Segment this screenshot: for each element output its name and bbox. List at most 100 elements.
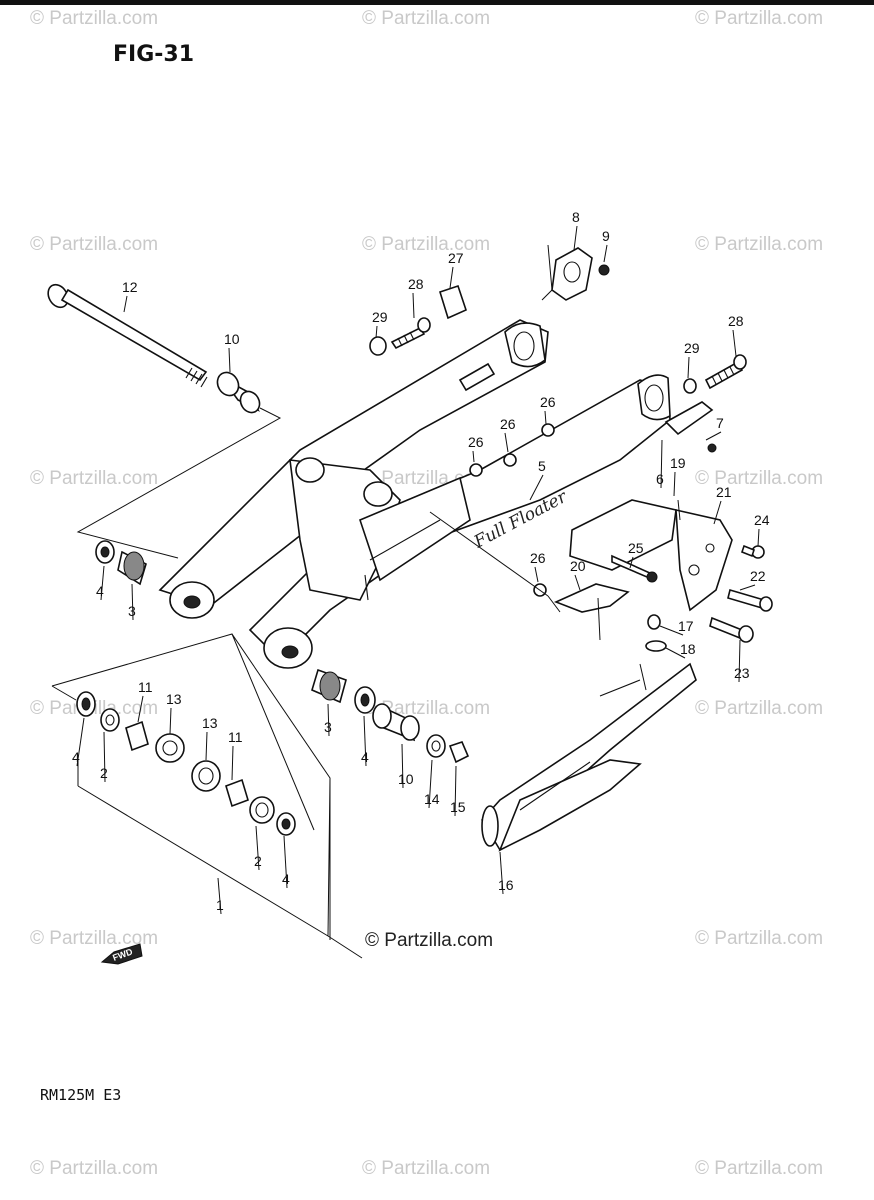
part-number-20: 20 xyxy=(570,558,586,574)
part-number-8: 8 xyxy=(572,209,580,225)
part-number-2: 2 xyxy=(100,765,108,781)
leader-line-2 xyxy=(103,731,106,783)
part-number-7: 7 xyxy=(716,415,724,431)
part-number-3: 3 xyxy=(128,603,136,619)
assembly-frame-lines xyxy=(51,633,363,959)
part-number-2: 2 xyxy=(254,853,262,869)
part-number-4: 4 xyxy=(96,583,104,599)
top-edge xyxy=(0,0,874,5)
bearings-lower xyxy=(76,691,296,836)
part-number-10: 10 xyxy=(398,771,414,787)
leader-line-4 xyxy=(100,565,105,601)
leader-line-18 xyxy=(665,647,686,659)
chain-guide-16 xyxy=(481,662,697,852)
leader-line-13 xyxy=(205,731,208,761)
part-number-5: 5 xyxy=(538,458,546,474)
watermark: © Partzilla.com xyxy=(695,468,823,489)
leader-line-8 xyxy=(573,225,578,251)
watermark: © Partzilla.com xyxy=(30,928,158,949)
part-number-11: 11 xyxy=(138,679,153,695)
leader-line-15 xyxy=(454,765,457,817)
part-number-29: 29 xyxy=(684,340,700,356)
bracket-bolts xyxy=(645,544,773,652)
spacer-sleeve-top xyxy=(216,371,261,414)
leader-line-4 xyxy=(283,835,288,889)
part-number-17: 17 xyxy=(678,618,694,634)
part-number-23: 23 xyxy=(734,665,750,681)
swingarm: Full Floater xyxy=(158,319,671,669)
leader-line-29 xyxy=(375,325,378,339)
leader-line-26 xyxy=(544,410,547,425)
leader-line-2 xyxy=(255,825,260,871)
leader-line-26 xyxy=(504,432,509,453)
part-number-25: 25 xyxy=(628,540,644,556)
leader-line-14 xyxy=(428,759,433,809)
part-number-19: 19 xyxy=(670,455,686,471)
fwd-arrow: FWD xyxy=(100,943,143,965)
part-number-29: 29 xyxy=(372,309,388,325)
part-number-13: 13 xyxy=(166,691,182,707)
leader-line-19 xyxy=(673,471,676,497)
part-number-21: 21 xyxy=(716,484,732,500)
part-number-26: 26 xyxy=(500,416,516,432)
watermark: © Partzilla.com xyxy=(695,8,823,29)
leader-line-26 xyxy=(534,566,539,583)
leader-line-28 xyxy=(412,292,415,319)
watermark: © Partzilla.com xyxy=(362,234,490,255)
leader-line-4 xyxy=(363,715,367,767)
leader-line-29 xyxy=(687,356,690,379)
part-number-4: 4 xyxy=(282,871,290,887)
part-number-3: 3 xyxy=(324,719,332,735)
part-number-28: 28 xyxy=(728,313,744,329)
part-number-9: 9 xyxy=(602,228,610,244)
leader-line-25 xyxy=(629,556,634,569)
leader-line-13 xyxy=(169,707,172,735)
part-number-27: 27 xyxy=(448,250,464,266)
leader-line-27 xyxy=(449,266,454,289)
part-number-13: 13 xyxy=(202,715,218,731)
leader-line-4 xyxy=(76,717,85,767)
leader-line-7 xyxy=(705,431,722,441)
watermark: © Partzilla.com xyxy=(30,234,158,255)
leader-line-26 xyxy=(472,450,475,463)
part-number-4: 4 xyxy=(361,749,369,765)
leader-line-3 xyxy=(327,703,330,737)
part-number-24: 24 xyxy=(754,512,770,528)
leader-line-1 xyxy=(217,877,222,915)
watermark: © Partzilla.com xyxy=(30,8,158,29)
part-number-15: 15 xyxy=(450,799,466,815)
part-number-26: 26 xyxy=(530,550,546,566)
leader-line-11 xyxy=(137,695,144,723)
watermark: © Partzilla.com xyxy=(695,1158,823,1179)
part-number-26: 26 xyxy=(468,434,484,450)
leader-line-6 xyxy=(660,439,663,489)
part-number-22: 22 xyxy=(750,568,766,584)
pivot-shaft xyxy=(47,283,208,388)
part-number-1: 1 xyxy=(216,897,224,913)
watermark-layer: © Partzilla.com © Partzilla.com © Partzi… xyxy=(30,8,823,1179)
leader-line-10 xyxy=(228,347,231,373)
leader-line-12 xyxy=(123,295,128,313)
leader-line-10 xyxy=(401,743,404,789)
leader-line-11 xyxy=(231,745,234,781)
part-number-26: 26 xyxy=(540,394,556,410)
leader-line-22 xyxy=(739,584,756,591)
leader-line-21 xyxy=(713,500,722,525)
part-number-28: 28 xyxy=(408,276,424,292)
chain-adjuster-upper xyxy=(541,244,610,301)
leader-line-20 xyxy=(574,574,581,591)
leader-line-28 xyxy=(732,329,737,357)
watermark: © Partzilla.com xyxy=(362,8,490,29)
leader-line-5 xyxy=(529,474,544,501)
watermark: © Partzilla.com xyxy=(30,468,158,489)
model-code: RM125M E3 xyxy=(40,1086,121,1104)
part-number-11: 11 xyxy=(228,729,243,745)
part-number-14: 14 xyxy=(424,791,440,807)
bearings-left xyxy=(95,540,147,586)
chain-guide-bracket xyxy=(569,499,733,612)
leader-line-3 xyxy=(131,583,134,621)
bearings-right xyxy=(311,668,470,764)
figure-title: FIG-31 xyxy=(113,42,194,67)
leader-lines xyxy=(76,407,282,559)
